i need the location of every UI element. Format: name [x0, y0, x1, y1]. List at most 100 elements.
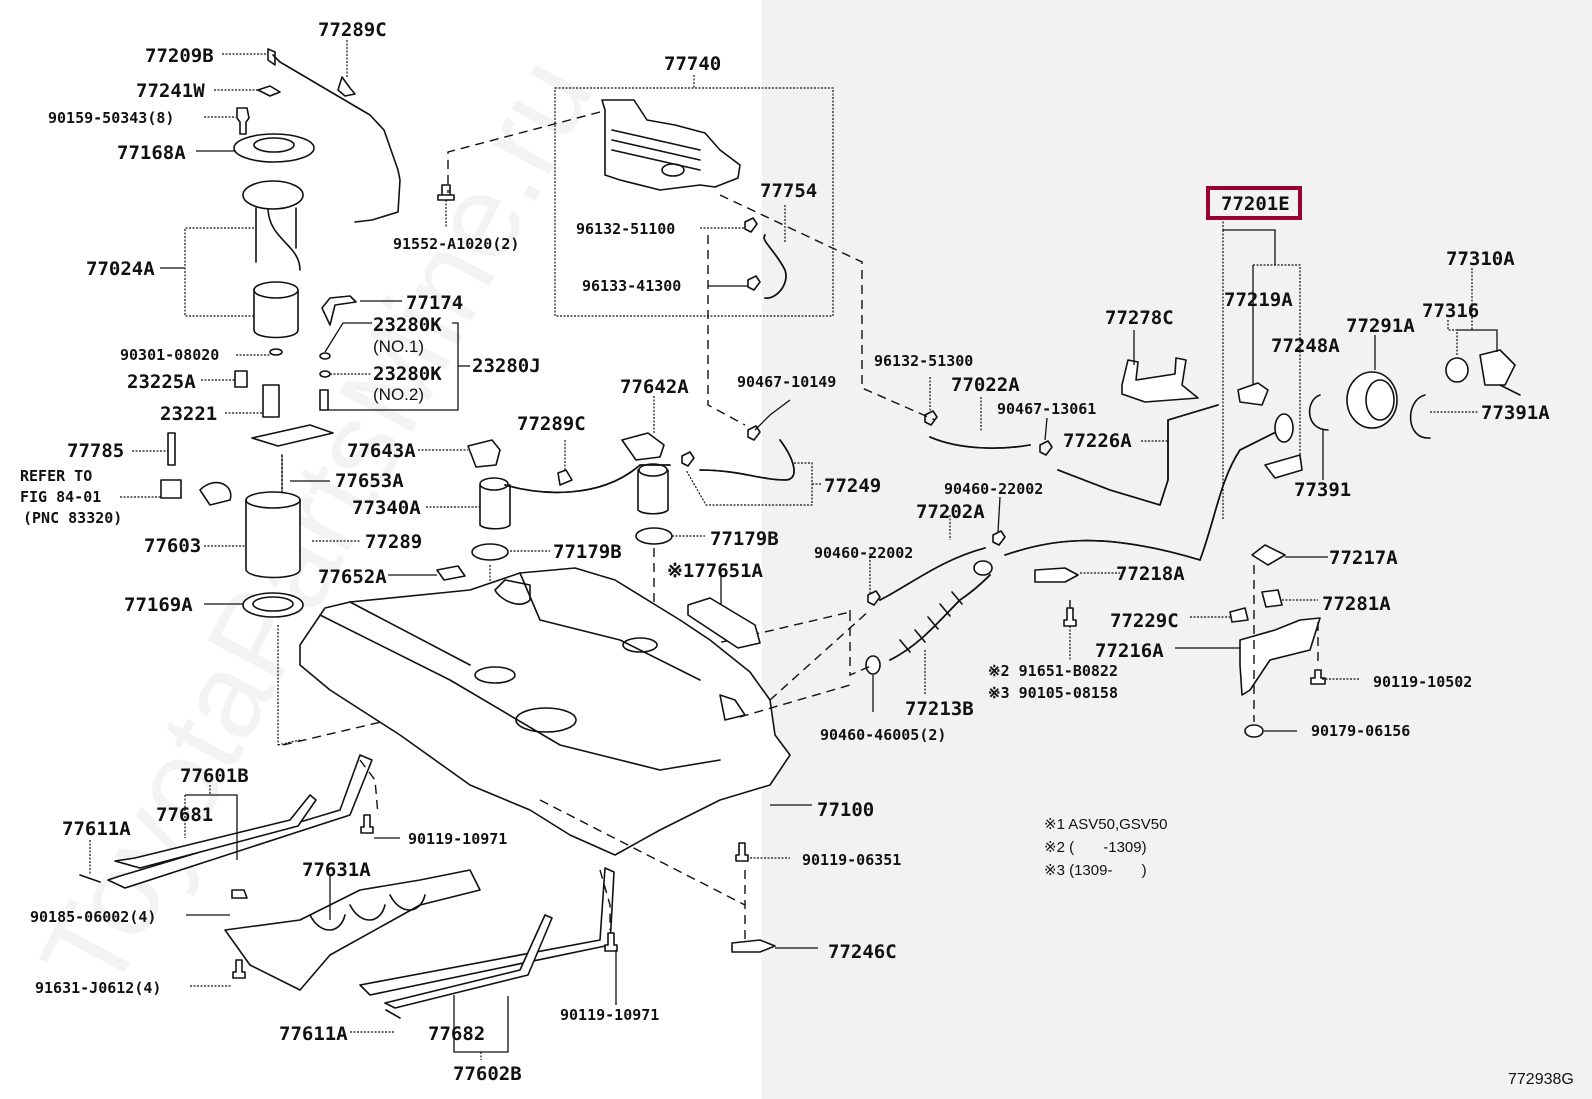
- label-90460-46005[interactable]: 90460-46005(2): [820, 726, 946, 744]
- label-77202a[interactable]: 77202A: [916, 501, 985, 523]
- label-77681[interactable]: 77681: [156, 804, 213, 826]
- bracket-77246c-drawing: [731, 939, 776, 953]
- housing-77291a-inner: [1365, 379, 1395, 421]
- label-23225a[interactable]: 23225A: [127, 371, 196, 393]
- label-77217a[interactable]: 77217A: [1329, 547, 1398, 569]
- label-77611a-top[interactable]: 77611A: [62, 818, 131, 840]
- label-77241w[interactable]: 77241W: [136, 80, 205, 102]
- label-90179-06156[interactable]: 90179-06156: [1311, 722, 1410, 740]
- clamp-77218a-drawing: [1034, 567, 1079, 583]
- label-23280k-no2[interactable]: 23280K: [373, 363, 442, 385]
- label-77652a[interactable]: 77652A: [318, 566, 387, 588]
- label-96132-51100[interactable]: 96132-51100: [576, 220, 675, 238]
- label-91552-a1020[interactable]: 91552-A1020(2): [393, 235, 519, 253]
- filler-pipe-fill: [1199, 429, 1281, 561]
- label-77631a[interactable]: 77631A: [302, 859, 371, 881]
- label-90467-10149[interactable]: 90467-10149: [737, 373, 836, 391]
- hose-77249-fill: [699, 439, 795, 481]
- label-90301-08020[interactable]: 90301-08020: [120, 346, 219, 364]
- label-77022a[interactable]: 77022A: [951, 374, 1020, 396]
- breather-tube-fill: [1057, 404, 1219, 506]
- tank-opening-1: [474, 666, 516, 684]
- label-77754[interactable]: 77754: [760, 180, 817, 202]
- label-77611a-bottom[interactable]: 77611A: [279, 1023, 348, 1045]
- label-91631-j0612[interactable]: 91631-J0612(4): [35, 979, 161, 997]
- label-90119-10502[interactable]: 90119-10502: [1373, 673, 1472, 691]
- label-91651-b0822[interactable]: ※2 91651-B0822: [988, 662, 1118, 680]
- label-77740[interactable]: 77740: [664, 53, 721, 75]
- bolt-90159-drawing: [236, 107, 250, 135]
- label-77289c-mid[interactable]: 77289C: [517, 413, 586, 435]
- label-77281a[interactable]: 77281A: [1322, 593, 1391, 615]
- label-90460-22002-a[interactable]: 90460-22002: [944, 480, 1043, 498]
- label-90460-22002-b[interactable]: 90460-22002: [814, 544, 913, 562]
- label-77601b[interactable]: 77601B: [180, 765, 249, 787]
- label-77643a[interactable]: 77643A: [347, 440, 416, 462]
- clip-90460-22002-b-drawing: [867, 590, 881, 606]
- label-96132-51300[interactable]: 96132-51300: [874, 352, 973, 370]
- label-77603[interactable]: 77603: [144, 535, 201, 557]
- label-77246c[interactable]: 77246C: [828, 941, 897, 963]
- label-96133-41300[interactable]: 96133-41300: [582, 277, 681, 295]
- label-77785[interactable]: 77785: [67, 440, 124, 462]
- label-77174[interactable]: 77174: [406, 292, 463, 314]
- label-77289c-top[interactable]: 77289C: [318, 19, 387, 41]
- label-90105-08158[interactable]: ※3 90105-08158: [988, 684, 1118, 702]
- label-77316[interactable]: 77316: [1422, 300, 1479, 322]
- fuel-tube-drawing: [272, 54, 401, 223]
- label-90119-10971-b[interactable]: 90119-10971: [560, 1006, 659, 1024]
- label-77653a[interactable]: 77653A: [335, 470, 404, 492]
- label-77226a[interactable]: 77226A: [1063, 430, 1132, 452]
- straps-and-protector: [79, 754, 776, 1019]
- label-90119-10971-a[interactable]: 90119-10971: [408, 830, 507, 848]
- label-77100[interactable]: 77100: [817, 799, 874, 821]
- float-drawing: [199, 481, 232, 506]
- label-23221[interactable]: 23221: [160, 403, 217, 425]
- label-77391a[interactable]: 77391A: [1481, 402, 1550, 424]
- label-90467-13061[interactable]: 90467-13061: [997, 400, 1096, 418]
- label-77651a[interactable]: ※177651A: [667, 560, 764, 582]
- label-77168a[interactable]: 77168A: [117, 142, 186, 164]
- label-90159-50343[interactable]: 90159-50343(8): [48, 109, 174, 127]
- label-90119-06351[interactable]: 90119-06351: [802, 851, 901, 869]
- label-77249[interactable]: 77249: [824, 475, 881, 497]
- ring-77391a-drawing: [1409, 394, 1431, 439]
- pad-77651a-drawing: [687, 597, 761, 649]
- label-90185-06002[interactable]: 90185-06002(4): [30, 908, 156, 926]
- label-77201e[interactable]: 77201E: [1221, 193, 1290, 215]
- label-77219a[interactable]: 77219A: [1224, 289, 1293, 311]
- label-77213b[interactable]: 77213B: [905, 698, 974, 720]
- leaders-bottom: [89, 759, 818, 1060]
- label-77218a[interactable]: 77218A: [1116, 563, 1185, 585]
- valve-77340a-top: [479, 477, 509, 491]
- label-77216a[interactable]: 77216A: [1095, 640, 1164, 662]
- label-77642a[interactable]: 77642A: [620, 376, 689, 398]
- label-77682[interactable]: 77682: [428, 1023, 485, 1045]
- label-77340a[interactable]: 77340A: [352, 497, 421, 519]
- cap-tether-drawing: [1499, 384, 1521, 396]
- clip-77249-end-drawing: [681, 451, 695, 467]
- label-77209b[interactable]: 77209B: [145, 45, 214, 67]
- label-23280k-no1[interactable]: 23280K: [373, 314, 442, 336]
- protector-77219a-drawing: [1237, 382, 1269, 406]
- label-77229c[interactable]: 77229C: [1110, 610, 1179, 632]
- bolt-91631-drawing: [232, 959, 246, 979]
- protector-77631a-drawing: [224, 869, 481, 991]
- clip-90460-22002-a-drawing: [992, 530, 1006, 546]
- label-77310a[interactable]: 77310A: [1446, 248, 1515, 270]
- label-77391[interactable]: 77391: [1294, 479, 1351, 501]
- label-77179b-right[interactable]: 77179B: [710, 528, 779, 550]
- label-23280j[interactable]: 23280J: [472, 355, 541, 377]
- label-77602b[interactable]: 77602B: [453, 1063, 522, 1085]
- label-77278c[interactable]: 77278C: [1105, 307, 1174, 329]
- label-77169a[interactable]: 77169A: [124, 594, 193, 616]
- pump-wire-drawing: [267, 209, 301, 271]
- label-77024a[interactable]: 77024A: [86, 258, 155, 280]
- label-77291a[interactable]: 77291A: [1346, 315, 1415, 337]
- hose-77202a-fill: [879, 547, 986, 601]
- strap-inner-drawing: [114, 794, 317, 869]
- label-77289[interactable]: 77289: [365, 531, 422, 553]
- label-77179b-left[interactable]: 77179B: [553, 541, 622, 563]
- label-77248a[interactable]: 77248A: [1271, 335, 1340, 357]
- hose-77754-fill: [763, 234, 787, 299]
